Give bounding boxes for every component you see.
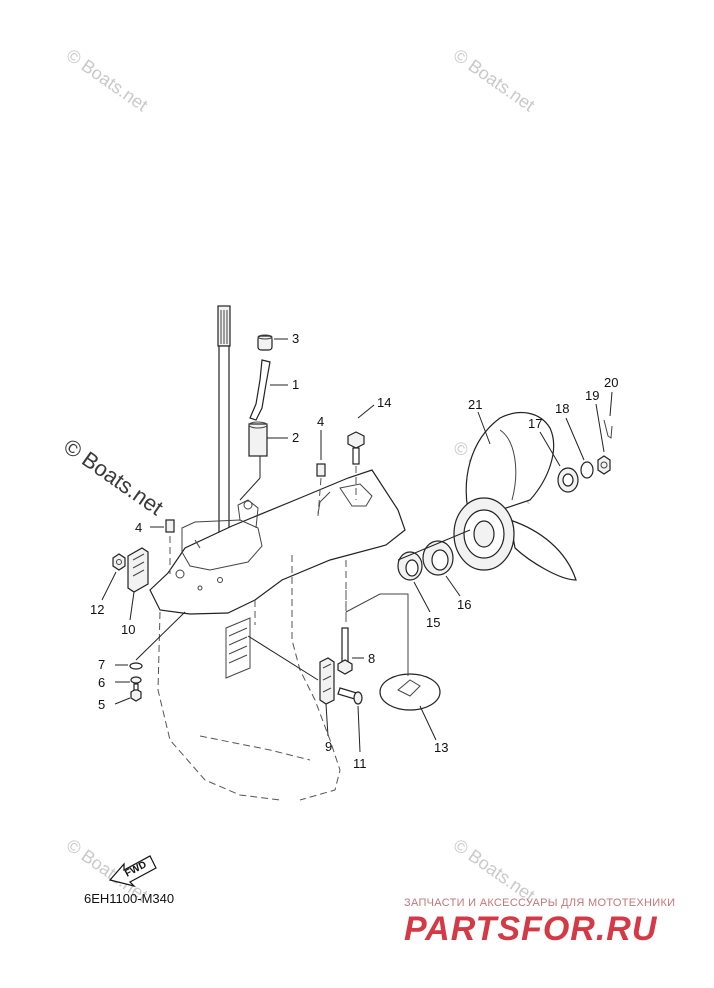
callout-4-upper: 4 bbox=[317, 414, 324, 429]
callout-18: 18 bbox=[555, 401, 569, 416]
callout-7: 7 bbox=[98, 657, 105, 672]
watermark-text: © Boats.net bbox=[63, 45, 152, 115]
part-20-cotter-pin bbox=[603, 391, 613, 439]
callout-3: 3 bbox=[292, 331, 299, 346]
callout-13: 13 bbox=[434, 740, 448, 755]
lower-casing bbox=[149, 469, 406, 801]
part-13-cover bbox=[345, 593, 441, 741]
watermark-text: © Boats.net bbox=[450, 45, 539, 115]
callout-20: 20 bbox=[604, 375, 618, 390]
callout-5: 5 bbox=[98, 697, 105, 712]
part-6-washer bbox=[115, 676, 142, 684]
part-12-nut bbox=[101, 553, 126, 601]
part-19-nut bbox=[595, 403, 611, 475]
watermark-text: © Boats.net bbox=[450, 835, 539, 905]
callout-9: 9 bbox=[325, 739, 332, 754]
brand-tagline: ЗАПЧАСТИ И АКСЕССУАРЫ ДЛЯ МОТОТЕХНИКИ bbox=[404, 897, 675, 909]
part-21-propeller bbox=[453, 411, 577, 581]
part-7-washer bbox=[115, 662, 143, 670]
callout-10: 10 bbox=[121, 622, 135, 637]
callout-19: 19 bbox=[585, 388, 599, 403]
watermark-large-text: © Boats.net bbox=[59, 434, 168, 521]
watermark-large: © Boats.net bbox=[59, 434, 168, 521]
callout-labels: 1 2 3 4 4 5 6 7 8 9 10 11 12 13 14 15 16… bbox=[90, 331, 618, 771]
callout-17: 17 bbox=[528, 416, 542, 431]
brand-name: PARTSFOR.RU bbox=[404, 910, 658, 948]
callout-4-lower: 4 bbox=[135, 520, 142, 535]
part-15-seal bbox=[397, 551, 431, 613]
callout-12: 12 bbox=[90, 602, 104, 617]
part-5-bolt bbox=[114, 611, 186, 705]
part-4-dowel-pin-lower bbox=[150, 519, 175, 533]
callout-14: 14 bbox=[377, 395, 391, 410]
drive-shaft bbox=[217, 305, 231, 537]
callout-16: 16 bbox=[457, 597, 471, 612]
watermark-bottom-right: © Boats.net bbox=[450, 835, 539, 905]
watermark-top-left: © Boats.net bbox=[63, 45, 152, 115]
part-1-water-tube bbox=[249, 359, 288, 421]
part-9-anode bbox=[247, 635, 335, 737]
callout-8: 8 bbox=[368, 651, 375, 666]
callout-2: 2 bbox=[292, 430, 299, 445]
callout-1: 1 bbox=[292, 377, 299, 392]
part-2-grommet bbox=[239, 421, 288, 501]
callout-15: 15 bbox=[426, 615, 440, 630]
part-10-anode bbox=[127, 536, 185, 621]
callout-6: 6 bbox=[98, 675, 105, 690]
brand-logo: ЗАПЧАСТИ И АКСЕССУАРЫ ДЛЯ МОТОТЕХНИКИ PA… bbox=[404, 897, 675, 948]
part-8-bolt bbox=[337, 560, 364, 675]
part-11-screw bbox=[337, 687, 363, 753]
part-18-washer bbox=[565, 417, 594, 479]
intake-grille bbox=[225, 617, 251, 679]
part-14-bolt bbox=[347, 404, 375, 500]
callout-11: 11 bbox=[353, 756, 367, 771]
diagram-code: 6EH1100-M340 bbox=[84, 891, 174, 906]
part-16-spacer bbox=[422, 540, 461, 597]
watermark-top-right: © Boats.net bbox=[450, 45, 539, 115]
callout-21: 21 bbox=[468, 397, 482, 412]
part-3-grommet bbox=[257, 334, 288, 351]
part-17-spacer bbox=[539, 431, 579, 493]
part-4-dowel-pin-upper bbox=[316, 430, 326, 517]
